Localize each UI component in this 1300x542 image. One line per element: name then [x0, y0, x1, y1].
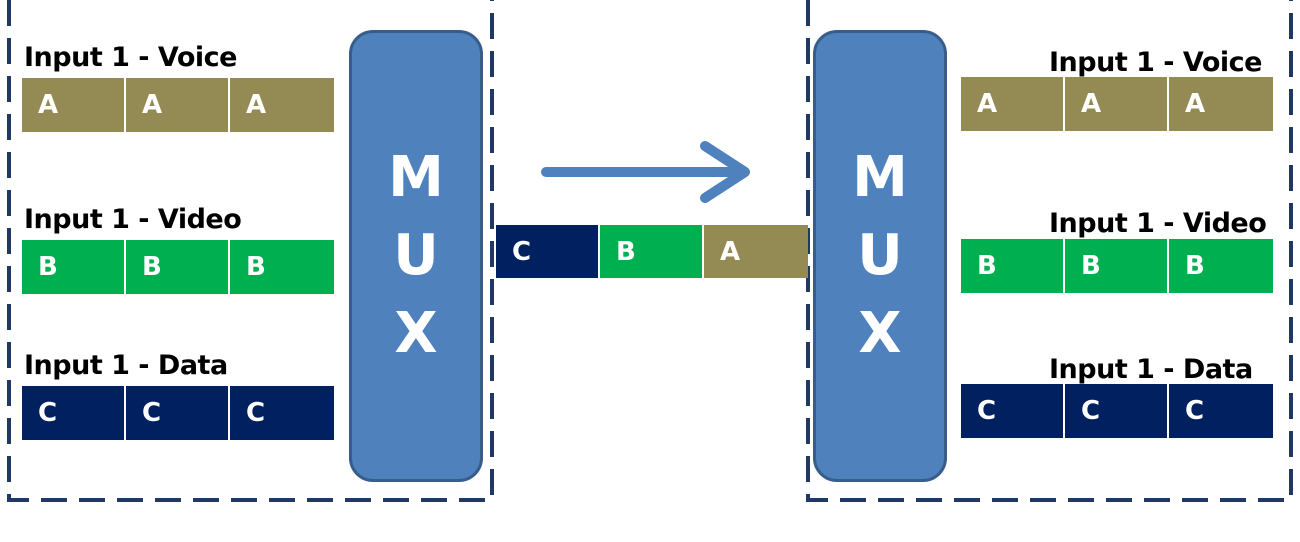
left-voice-label: Input 1 - Voice — [24, 42, 237, 73]
left-data-label: Input 1 - Data — [24, 350, 228, 381]
video-cell: B — [1169, 239, 1273, 293]
right-data-bar: C C C — [961, 384, 1273, 438]
voice-cell: A — [1169, 77, 1273, 131]
data-cell: C — [961, 384, 1065, 438]
right-panel-border — [806, 0, 1293, 502]
voice-cell: A — [22, 78, 126, 132]
mux-letter: M — [388, 145, 444, 210]
multiplexed-stream: C B A — [496, 225, 808, 278]
data-cell: C — [22, 386, 126, 440]
left-mux-block: M U X — [349, 30, 483, 482]
mux-letter: M — [852, 145, 908, 210]
left-voice-bar: A A A — [22, 78, 334, 132]
left-panel-border — [7, 0, 494, 502]
stream-cell-voice: A — [704, 225, 808, 278]
right-data-label: Input 1 - Data — [1049, 354, 1253, 385]
stream-cell-data: C — [496, 225, 600, 278]
data-cell: C — [126, 386, 230, 440]
video-cell: B — [230, 240, 334, 294]
voice-cell: A — [126, 78, 230, 132]
video-cell: B — [1065, 239, 1169, 293]
right-voice-label: Input 1 - Voice — [1049, 47, 1262, 78]
stream-cell-video: B — [600, 225, 704, 278]
video-cell: B — [126, 240, 230, 294]
mux-letter: X — [858, 301, 902, 366]
left-data-bar: C C C — [22, 386, 334, 440]
video-cell: B — [961, 239, 1065, 293]
data-cell: C — [1065, 384, 1169, 438]
data-cell: C — [230, 386, 334, 440]
video-cell: B — [22, 240, 126, 294]
voice-cell: A — [1065, 77, 1169, 131]
voice-cell: A — [230, 78, 334, 132]
right-mux-block: M U X — [813, 30, 947, 482]
left-video-bar: B B B — [22, 240, 334, 294]
data-cell: C — [1169, 384, 1273, 438]
mux-letter: U — [393, 223, 439, 288]
right-video-label: Input 1 - Video — [1049, 208, 1267, 239]
mux-letter: U — [857, 223, 903, 288]
direction-arrow-icon — [541, 141, 750, 203]
right-video-bar: B B B — [961, 239, 1273, 293]
left-video-label: Input 1 - Video — [24, 204, 242, 235]
mux-letter: X — [394, 301, 438, 366]
right-voice-bar: A A A — [961, 77, 1273, 131]
voice-cell: A — [961, 77, 1065, 131]
